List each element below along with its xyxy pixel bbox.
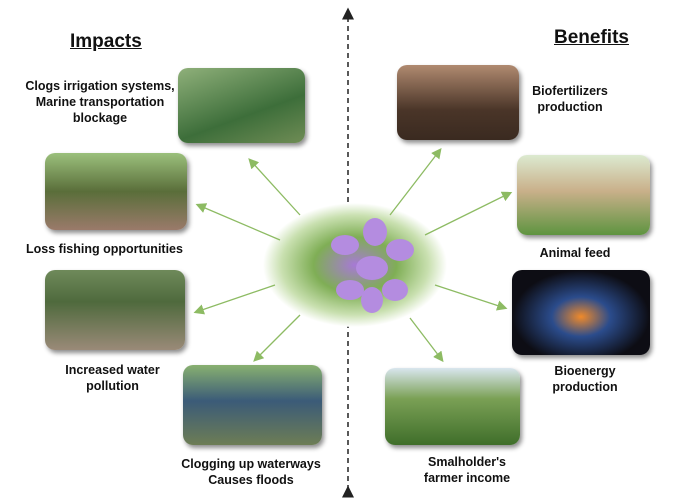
label-line: pollution xyxy=(86,379,139,393)
benefit-label-income: Smalholder's farmer income xyxy=(412,454,522,486)
label-line: production xyxy=(537,100,603,114)
label-line: Increased water xyxy=(65,363,160,377)
bioenergy-image xyxy=(512,270,650,355)
biofertilizer-image xyxy=(397,65,519,140)
water-pollution-image xyxy=(45,270,185,350)
label-line: Clogs irrigation systems, xyxy=(25,79,175,93)
label-line: Causes floods xyxy=(208,473,294,487)
label-line: Clogging up waterways xyxy=(181,457,321,471)
impact-label-fishing: Loss fishing opportunities xyxy=(22,241,187,257)
benefit-label-biofertilizers: Biofertilizers production xyxy=(525,83,615,115)
benefit-label-animal-feed: Animal feed xyxy=(530,245,620,261)
impacts-heading: Impacts xyxy=(70,31,142,52)
label-line: farmer income xyxy=(423,471,511,485)
fishing-image xyxy=(45,153,187,230)
benefits-heading: Benefits xyxy=(554,27,629,48)
label-line: blockage xyxy=(72,111,128,125)
benefit-arrows xyxy=(389,147,513,363)
impact-label-irrigation: Clogs irrigation systems, Marine transpo… xyxy=(20,78,180,126)
impact-label-pollution: Increased water pollution xyxy=(60,362,165,394)
flower-icon xyxy=(331,218,414,313)
label-line: production xyxy=(552,380,618,394)
label-line: Bioenergy xyxy=(554,364,616,378)
smallholder-image xyxy=(385,368,520,445)
benefit-label-bioenergy: Bioenergy production xyxy=(540,363,630,395)
label-line: Smalholder's xyxy=(428,455,506,469)
label-line: Marine transportation xyxy=(35,95,165,109)
label-line: Biofertilizers xyxy=(532,84,608,98)
impact-label-floods: Clogging up waterways Causes floods xyxy=(176,456,326,488)
label-line: Loss fishing opportunities xyxy=(26,242,183,256)
impact-arrows xyxy=(193,158,301,362)
water-hyacinth-image xyxy=(263,203,447,327)
clogged-irrigation-image xyxy=(178,68,305,143)
label-line: Animal feed xyxy=(539,246,611,260)
animal-feed-image xyxy=(517,155,650,235)
clogged-waterway-image xyxy=(183,365,322,445)
